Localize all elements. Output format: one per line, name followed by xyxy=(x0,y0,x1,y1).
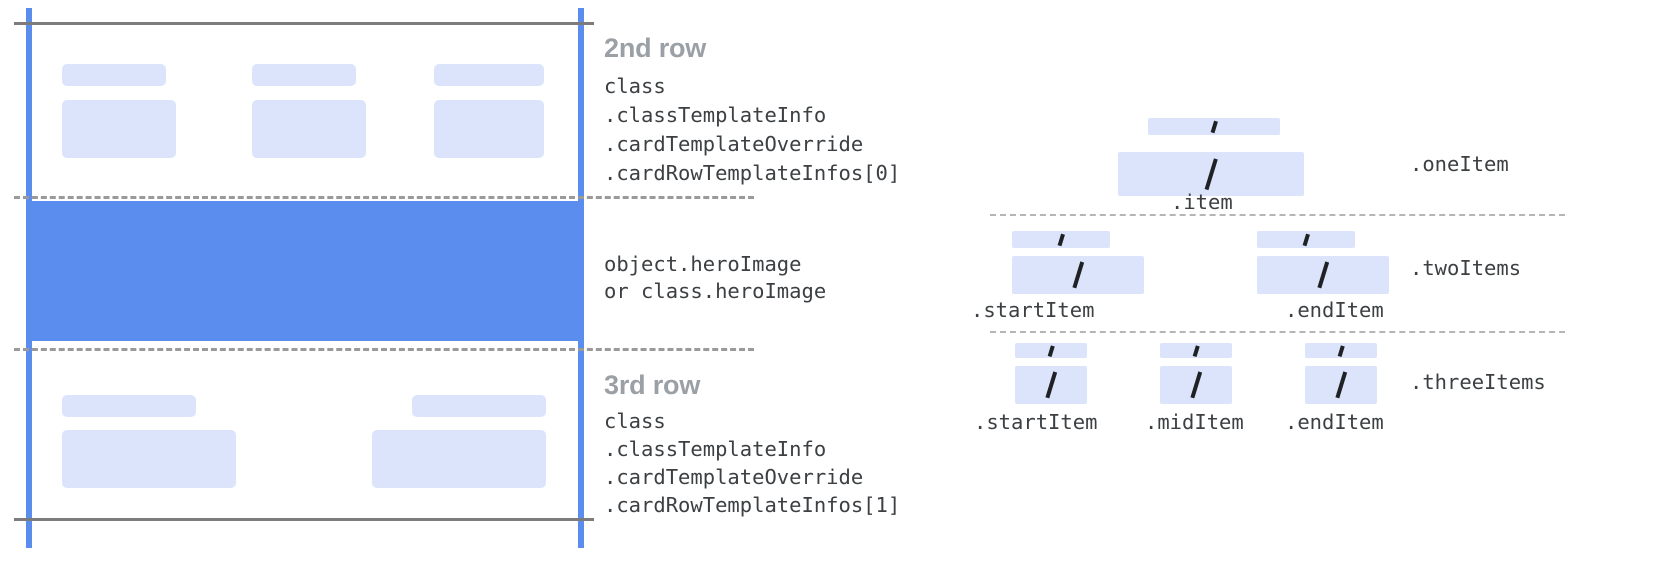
row2-col2-body-placeholder xyxy=(252,100,366,158)
row3-heading: 3rd row xyxy=(604,370,701,400)
threeitems-slot1-top-bar xyxy=(1015,343,1087,358)
hero-image-block xyxy=(29,201,583,341)
row2-code-line-1: class xyxy=(604,74,666,98)
twoitems-slot2-top-bar xyxy=(1257,231,1355,248)
row3-col1-label-placeholder xyxy=(62,395,196,417)
item-divider-2 xyxy=(990,331,1565,333)
item-divider-1 xyxy=(990,214,1565,216)
oneitem-slot1-top-bar xyxy=(1148,118,1280,135)
row2-col3-body-placeholder xyxy=(434,100,544,158)
row2-col3-label-placeholder xyxy=(434,64,544,86)
card-divider-lower xyxy=(14,348,754,351)
twoitems-slot1-main-bar xyxy=(1012,256,1144,294)
row3-col2-body-placeholder xyxy=(372,430,546,488)
row2-code-line-3: .cardTemplateOverride xyxy=(604,132,864,156)
card-top-border xyxy=(14,22,594,25)
row2-col1-body-placeholder xyxy=(62,100,176,158)
row2-col1-label-placeholder xyxy=(62,64,166,86)
threeitems-slot1-main-bar xyxy=(1015,366,1087,404)
threeitems-slot3-top-bar xyxy=(1305,343,1377,358)
threeitems-slot1-label: .startItem xyxy=(974,410,1098,434)
twoitems-group-label: .twoItems xyxy=(1410,256,1522,280)
row3-code-line-4: .cardRowTemplateInfos[1] xyxy=(604,493,901,517)
twoitems-slot2-main-bar xyxy=(1257,256,1389,294)
twoitems-slot2-label: .endItem xyxy=(1285,298,1384,322)
row3-code-line-1: class xyxy=(604,409,666,433)
item-layout-panel: .item .oneItem .startItem .endItem .twoI… xyxy=(960,0,1676,584)
threeitems-slot3-label: .endItem xyxy=(1285,410,1384,434)
row2-col2-label-placeholder xyxy=(252,64,356,86)
oneitem-group-label: .oneItem xyxy=(1410,152,1509,176)
twoitems-slot1-top-bar xyxy=(1012,231,1110,248)
row3-code-line-3: .cardTemplateOverride xyxy=(604,465,864,489)
card-template-panel xyxy=(0,0,754,584)
twoitems-slot1-label: .startItem xyxy=(971,298,1095,322)
row2-code-line-2: .classTemplateInfo xyxy=(604,103,827,127)
oneitem-slot1-label: .item xyxy=(1171,190,1233,214)
row3-col1-body-placeholder xyxy=(62,430,236,488)
card-divider-upper xyxy=(14,196,754,199)
row2-code-line-4: .cardRowTemplateInfos[0] xyxy=(604,161,901,185)
card-bottom-border xyxy=(14,518,594,521)
threeitems-slot2-main-bar xyxy=(1160,366,1232,404)
threeitems-slot2-top-bar xyxy=(1160,343,1232,358)
hero-code-line-1: object.heroImage xyxy=(604,252,802,276)
row3-col2-label-placeholder xyxy=(412,395,546,417)
oneitem-slot1-main-bar xyxy=(1118,152,1304,196)
threeitems-group-label: .threeItems xyxy=(1410,370,1546,394)
hero-code-line-2: or class.heroImage xyxy=(604,279,827,303)
threeitems-slot3-main-bar xyxy=(1305,366,1377,404)
row2-heading: 2nd row xyxy=(604,33,707,63)
row3-code-line-2: .classTemplateInfo xyxy=(604,437,827,461)
threeitems-slot2-label: .midItem xyxy=(1145,410,1244,434)
